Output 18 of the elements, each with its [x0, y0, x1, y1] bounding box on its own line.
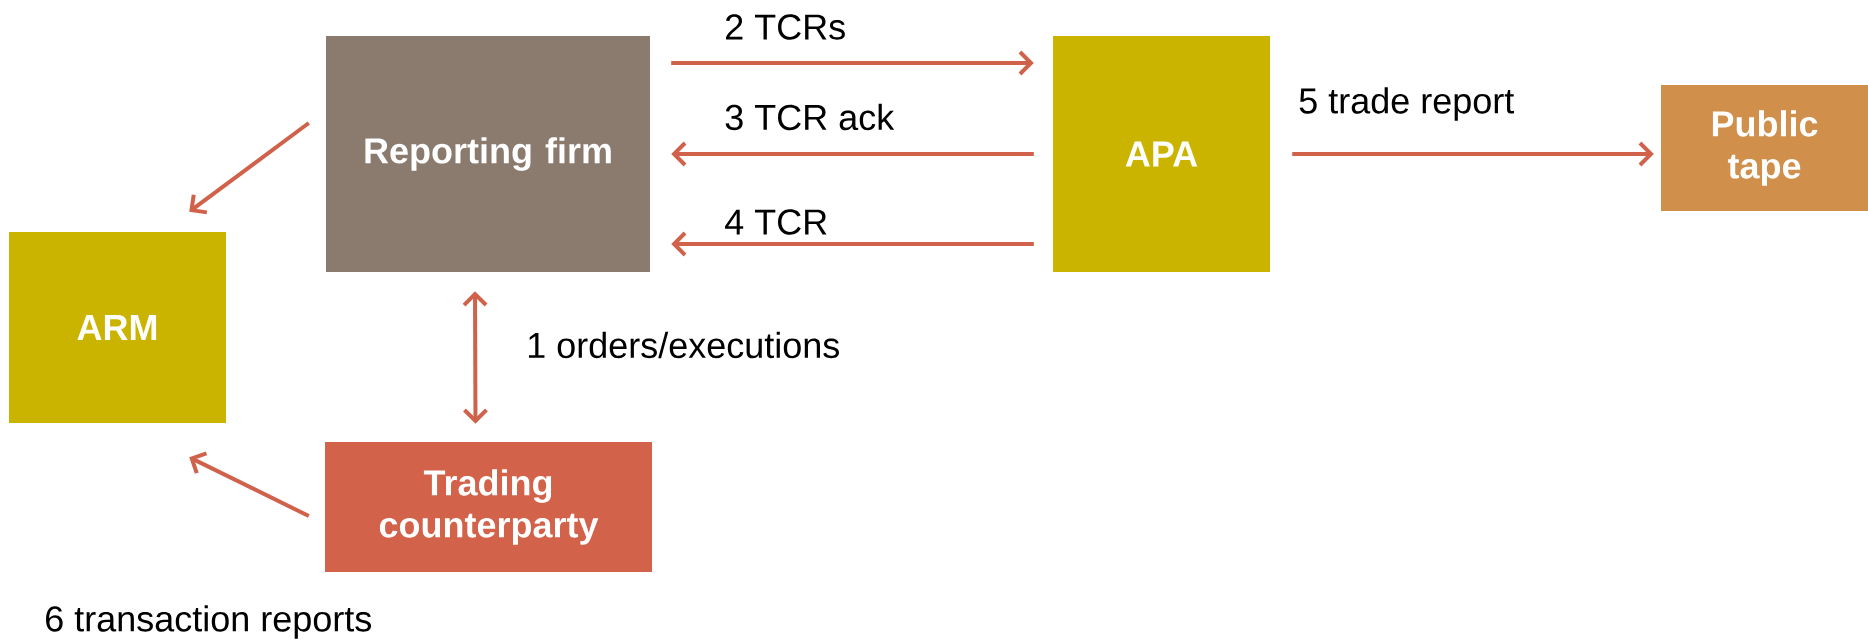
- process-box: Reporting firm: [326, 36, 650, 272]
- arrow: [671, 231, 1034, 257]
- process-box: Trading counterparty: [325, 442, 652, 572]
- edge-label: 1 orders/executions: [528, 331, 839, 359]
- edge-label: 5 trade report: [1299, 87, 1514, 121]
- process-box: Public tape: [1661, 85, 1868, 211]
- edge-label: 2 TCRs: [726, 14, 845, 40]
- note-text: 6 transaction reports: [46, 605, 371, 639]
- process-box: ARM: [9, 232, 226, 423]
- arrow: [189, 451, 310, 518]
- arrow: [462, 291, 488, 424]
- edge-label: 4 TCR: [725, 209, 827, 235]
- arrow: [189, 121, 310, 215]
- arrow: [1292, 141, 1654, 167]
- arrow: [671, 50, 1034, 76]
- arrow: [671, 141, 1034, 167]
- edge-label: 3 TCR ack: [725, 103, 895, 131]
- process-box: APA: [1053, 36, 1270, 272]
